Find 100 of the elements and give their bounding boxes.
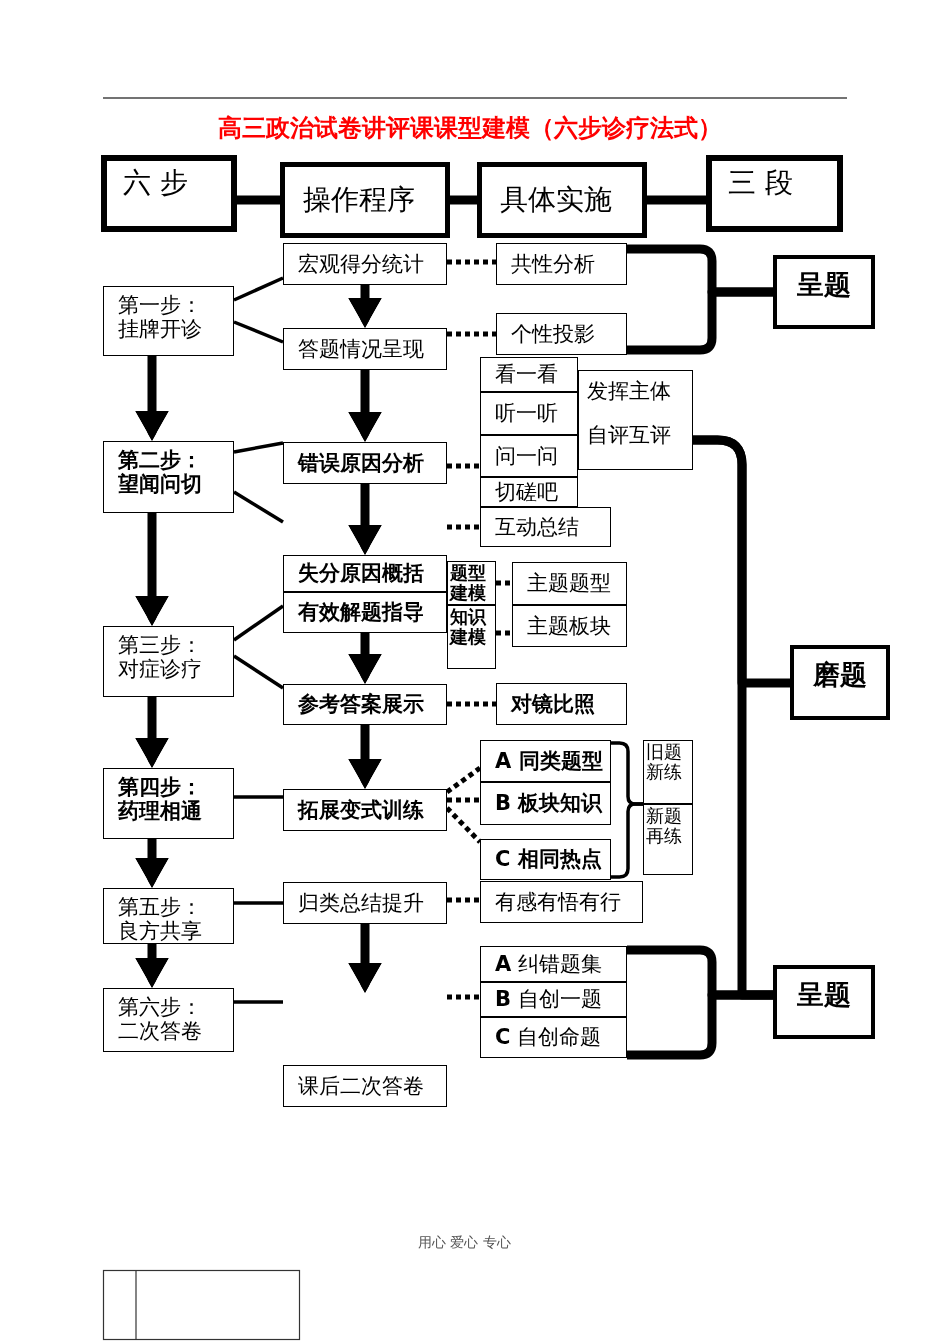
box-text: 课后二次答卷 [298,1073,424,1099]
thick-line [647,195,706,205]
box-text: 发挥主体 [587,379,671,404]
arrow [135,697,169,768]
process-box [480,357,578,392]
header-box [101,155,237,232]
arrow [135,356,169,441]
connector-line [234,1000,283,1004]
connector-line [233,320,284,344]
dotted-line [447,463,480,469]
process-box [496,243,627,285]
box-text: 题型建模 [450,563,487,603]
process-box [283,328,447,370]
process-box [512,605,627,647]
step-box [103,768,234,839]
bracket-line [627,990,773,1060]
box-text: 第四步：药理相通 [118,775,203,824]
process-box [283,442,447,484]
box-text: C 相同热点 [495,847,602,872]
arrow [135,944,169,988]
box-text: 主题题型 [527,571,611,596]
process-box [283,555,447,592]
stage-box [773,965,875,1039]
step-box [103,441,234,513]
process-box [496,683,627,725]
box-text: B 自创一题 [495,987,602,1012]
header-box [706,155,843,232]
box-text: A 同类题型 [495,748,603,774]
arrow [135,513,169,626]
dotted-line [496,630,512,636]
box-text: 个性投影 [511,321,595,347]
arrow [135,839,169,888]
step-box [103,988,234,1052]
footer-text: 用心 爱心 专心 [418,1234,511,1251]
process-box [480,946,627,982]
process-box [283,1065,447,1107]
thick-line [450,195,477,205]
process-box [480,507,611,547]
box-text: 拓展变式训练 [298,797,424,823]
header-box [280,162,450,238]
box-text: 看一看 [495,362,558,387]
process-box [578,370,693,470]
box-text: 新题再练 [646,806,683,846]
arrow [348,370,382,442]
box-text: 第三步：对症诊疗 [118,633,203,682]
arrow [348,285,382,328]
connector-line [233,490,284,524]
arrow [348,633,382,684]
dotted-line [447,897,480,903]
process-box [480,782,611,825]
process-box [283,592,447,633]
process-box [480,740,611,782]
dotted-line [447,994,480,1000]
box-text: 有效解题指导 [298,600,424,625]
box-text: 切磋吧 [495,479,558,505]
box-text: 自评互评 [587,423,671,448]
box-text: B 板块知识 [495,791,603,816]
stage-box [790,645,890,720]
arrow [348,924,382,993]
box-text: 答题情况呈现 [298,336,424,362]
label-box [447,605,496,669]
box-text: 操作程序 [303,183,415,217]
box-text: C 自创命题 [495,1025,602,1050]
connector-line [233,604,284,642]
dotted-line [445,765,482,795]
process-box [480,435,578,477]
process-box [283,243,447,285]
box-text: 呈题 [797,979,851,1011]
dotted-line [445,806,482,844]
box-text: 六 步 [123,167,188,200]
box-text: 归类总结提升 [298,890,424,916]
diagram-title: 高三政治试卷讲评课课型建模（六步诊疗法式） [218,114,722,143]
box-text: 参考答案展示 [298,692,424,717]
step-box [103,626,234,697]
bracket-line [627,287,773,355]
connector-line [233,276,284,302]
process-box [480,477,578,507]
process-box [480,881,643,923]
box-text: 互动总结 [495,514,579,540]
process-box [512,562,627,605]
box-text: 呈题 [797,269,851,301]
dotted-line [447,797,480,803]
stage-box [773,255,875,329]
label-box [643,740,693,804]
box-text: 问一问 [495,443,558,469]
label-box [447,561,496,605]
dotted-line [447,701,496,707]
box-text: 听一听 [495,401,558,426]
box-text: 第二步：望闻问切 [118,448,203,497]
connector-line [234,795,283,799]
thick-line [237,195,280,205]
dotted-line [496,580,512,586]
box-text: 错误原因分析 [298,450,424,476]
process-box [480,839,611,880]
process-box [480,392,578,435]
box-text: 对镜比照 [511,691,595,717]
arrow [348,484,382,555]
box-text: A 纠错题集 [495,951,602,977]
box-text: 失分原因概括 [298,561,424,586]
process-box [283,882,447,924]
